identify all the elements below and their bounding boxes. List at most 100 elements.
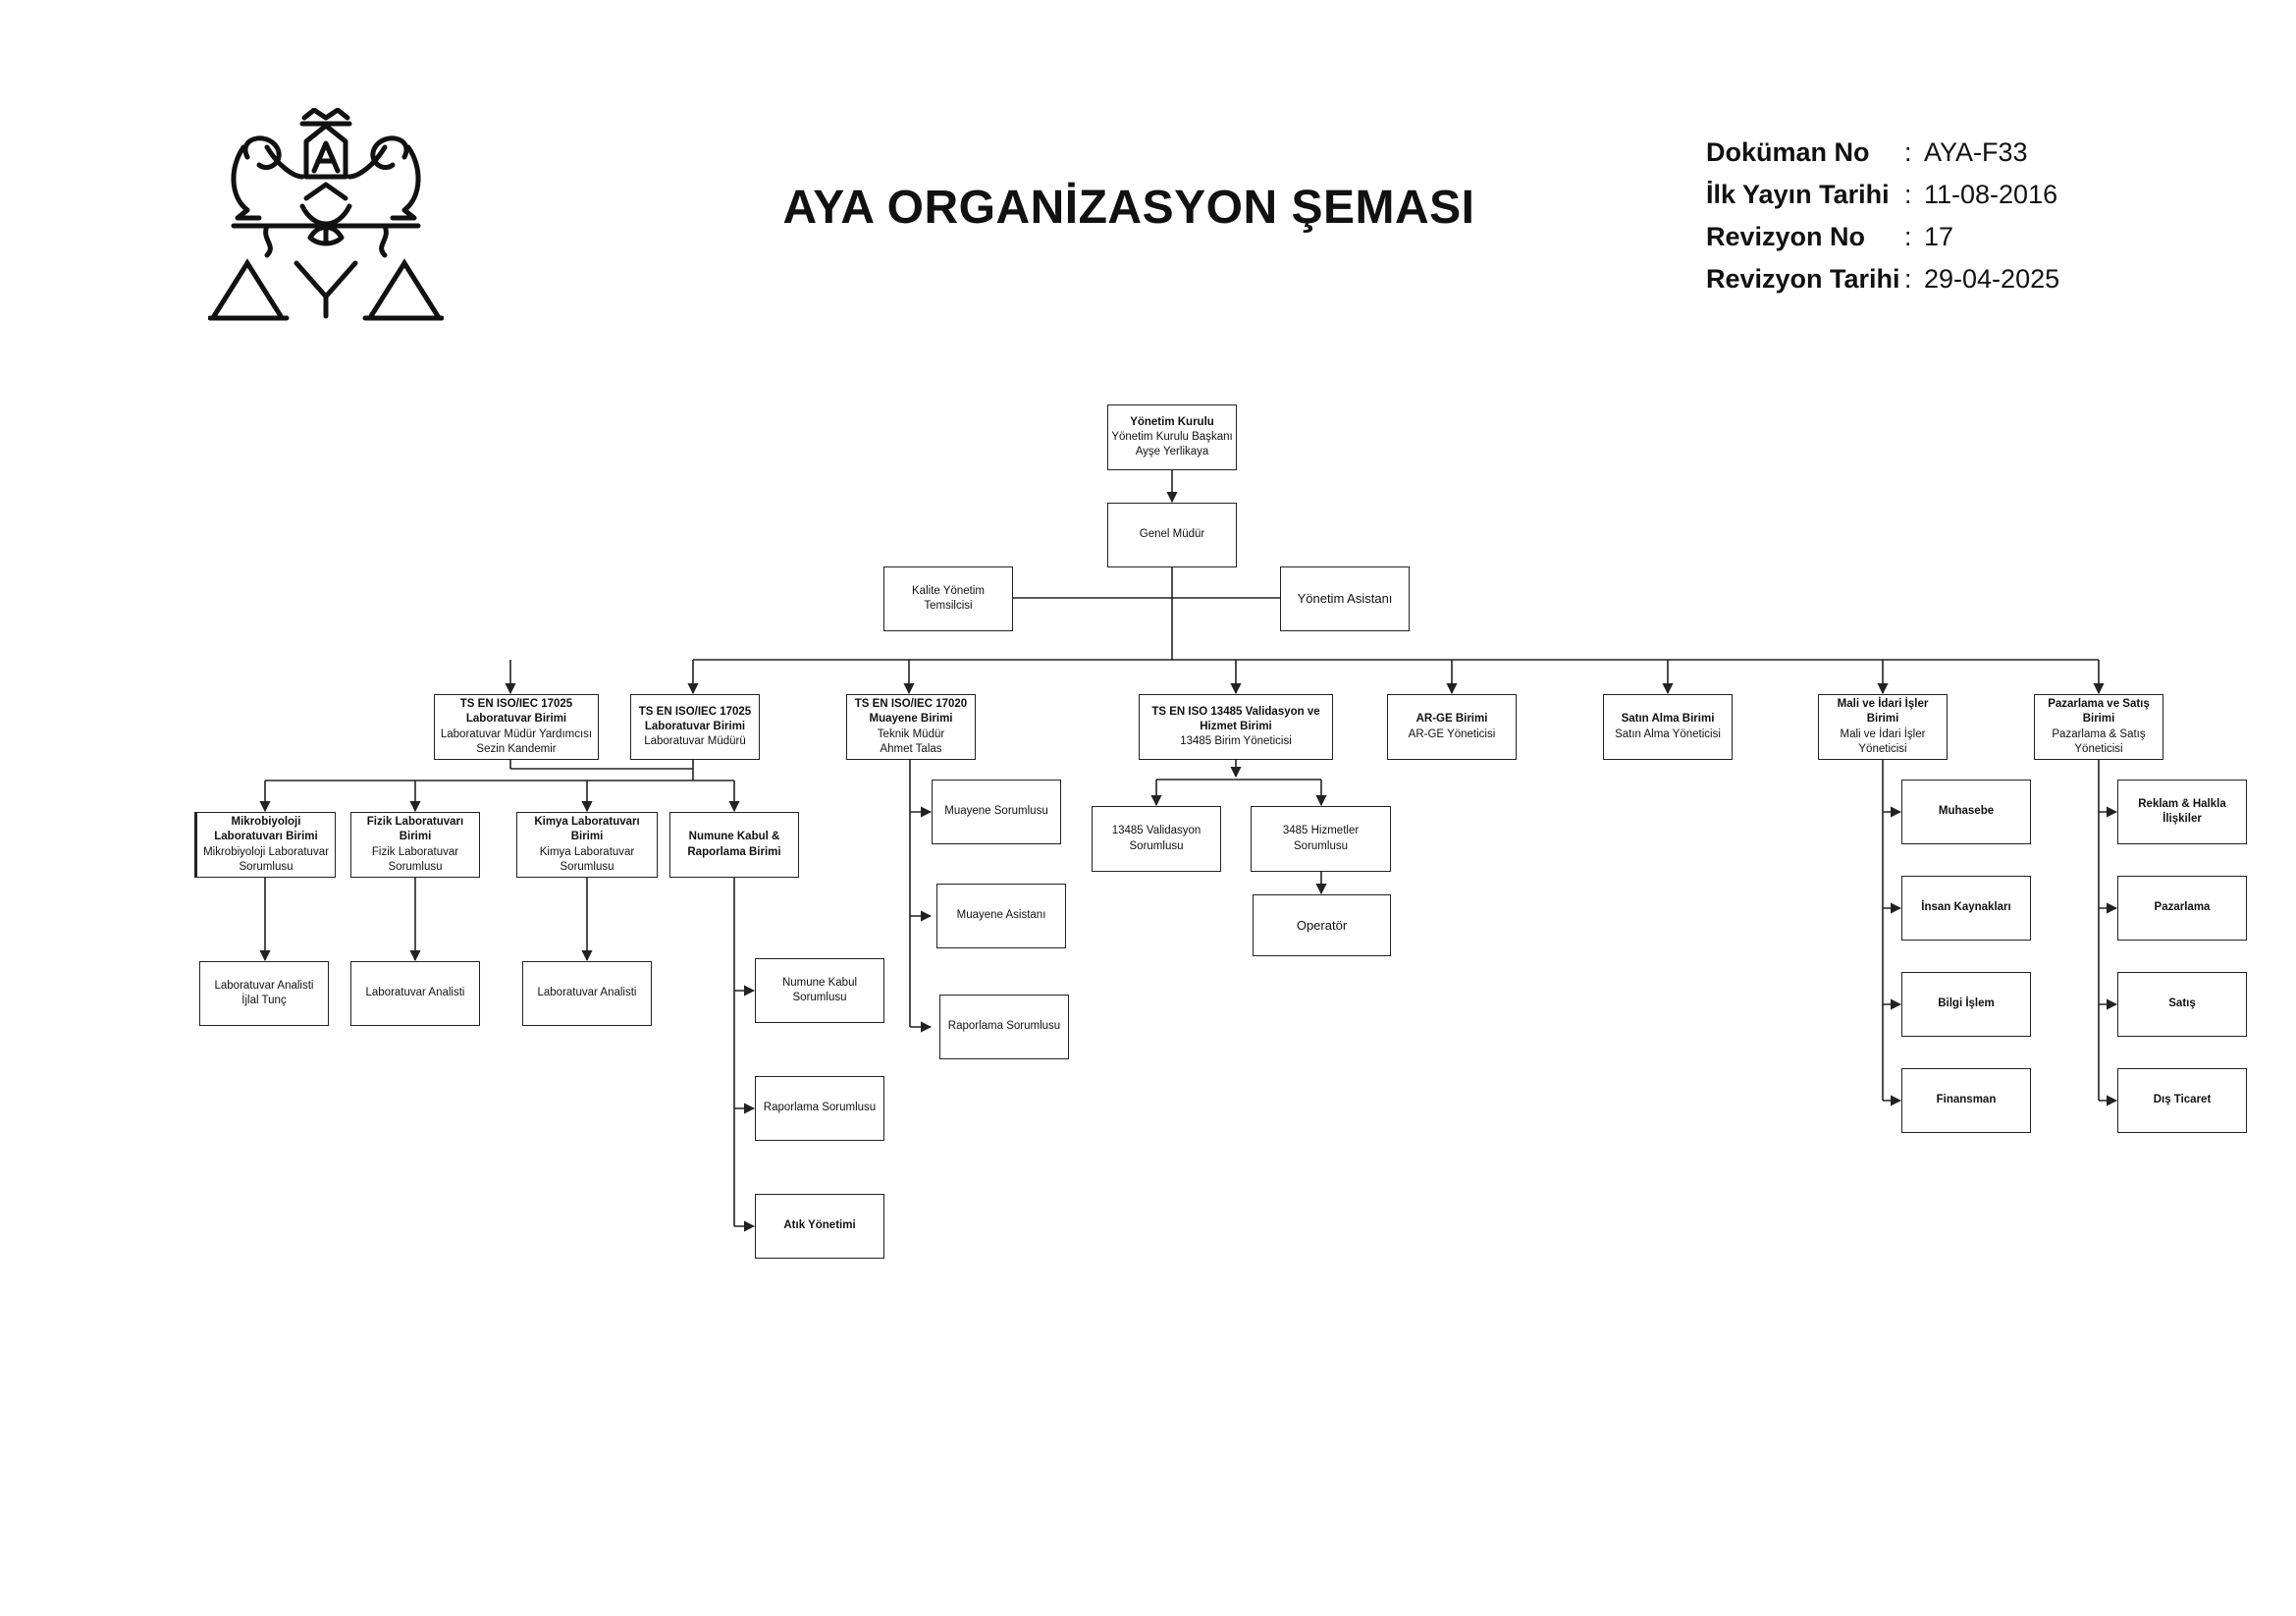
node-line: İjlal Tunç [241,995,287,1006]
node-line: Sorumlusu [1294,839,1348,852]
node-satis: Satış [2117,972,2247,1037]
node-line: Operatör [1296,917,1348,933]
node-analist-kimya: Laboratuvar Analisti [522,961,652,1026]
document-meta: Doküman No : AYA-F33 İlk Yayın Tarihi : … [1706,132,2059,300]
meta-value: 29-04-2025 [1924,264,2060,294]
node-line: Numune Kabul [781,976,858,989]
meta-row-revision-date: Revizyon Tarihi : 29-04-2025 [1706,264,2060,294]
node-line: Yöneticisi [2074,742,2123,755]
node-line: Kimya Laboratuvar [539,845,635,858]
node-genel-mudur: Genel Müdür [1107,503,1237,567]
node-title: Kimya Laboratuvarı Birimi [534,816,640,843]
page-title: AYA ORGANİZASYON ŞEMASI [782,182,1475,234]
meta-label: Revizyon No [1706,222,1866,251]
node-muayene-asistani: Muayene Asistanı [936,884,1066,948]
node-line: Yönetim Asistanı [1297,591,1393,607]
node-title: TS EN ISO 13485 Validasyon ve Hizmet Bir… [1151,705,1320,732]
node-line: Kalite Yönetim [912,584,985,597]
node-title: Mali ve İdari İşler Birimi [1837,698,1929,726]
meta-label: Doküman No [1706,137,1870,167]
meta-value: 11-08-2016 [1924,180,2058,209]
node-title: Mikrobiyoloji Laboratuvarı Birimi [214,816,318,843]
node-title: TS EN ISO/IEC 17025 Laboratuvar Birimi [459,698,573,726]
node-muayene-sorumlusu: Muayene Sorumlusu [932,780,1061,844]
node-line: Ahmet Talas [880,742,942,755]
node-line: Laboratuvar Müdürü [644,735,746,748]
meta-label: Revizyon Tarihi [1706,264,1900,294]
node-bilgi-islem: Bilgi İşlem [1901,972,2031,1037]
meta-value: 17 [1924,222,1954,251]
node-line: Mali ve İdari İşler [1840,727,1926,740]
node-line: Sorumlusu [1129,839,1184,852]
node-raporlama-sorumlusu: Raporlama Sorumlusu [755,1076,884,1141]
node-reklam-halkla-iliskiler: Reklam & Halkla İlişkiler [2117,780,2247,844]
aya-logo [208,108,444,321]
node-line: Raporlama Sorumlusu [763,1102,877,1114]
node-muhasebe: Muhasebe [1901,780,2031,844]
node-line: Yönetim Kurulu Başkanı [1111,430,1233,443]
node-raporlama-sorumlusu-2: Raporlama Sorumlusu [939,995,1069,1059]
node-line: Sorumlusu [388,860,443,873]
node-numune-kabul-raporlama: Numune Kabul & Raporlama Birimi [669,812,799,878]
meta-row-first-date: İlk Yayın Tarihi : 11-08-2016 [1706,180,2058,209]
node-line: Yöneticisi [1858,742,1907,755]
node-line: Laboratuvar Analisti [365,987,465,999]
node-insan-kaynaklari: İnsan Kaynakları [1901,876,2031,941]
node-finansman: Finansman [1901,1068,2031,1133]
node-title: Yönetim Kurulu [1130,415,1214,428]
node-line: Laboratuvar Analisti [537,987,637,999]
node-line: Satın Alma Yöneticisi [1615,727,1721,740]
node-title: Satın Alma Birimi [1621,713,1715,726]
node-title: TS EN ISO/IEC 17025 Laboratuvar Birimi [638,705,752,732]
node-title: Bilgi İşlem [1938,997,1995,1010]
node-line: Sorumlusu [792,992,847,1003]
node-line: Pazarlama & Satış [2052,727,2146,740]
node-title: Atık Yönetimi [783,1219,856,1232]
node-line: 13485 Birim Yöneticisi [1180,735,1292,748]
meta-value: AYA-F33 [1924,137,2028,167]
node-yonetim-asistani: Yönetim Asistanı [1280,566,1410,631]
node-line: Temsilcisi [924,600,973,612]
node-iso13485-birimi: TS EN ISO 13485 Validasyon ve Hizmet Bir… [1139,694,1333,760]
node-title: Numune Kabul & Raporlama Birimi [687,831,781,858]
node-title: Fizik Laboratuvarı Birimi [366,816,464,843]
node-operator: Operatör [1253,894,1391,956]
node-title: AR-GE Birimi [1415,713,1488,726]
node-title: Finansman [1936,1094,1997,1106]
node-title: Pazarlama [2154,901,2211,914]
node-line: Teknik Müdür [877,727,945,740]
node-line: Genel Müdür [1139,528,1205,541]
node-title: TS EN ISO/IEC 17020 Muayene Birimi [854,698,968,726]
node-line: Fizik Laboratuvar [371,845,459,858]
node-analist-fizik: Laboratuvar Analisti [350,961,480,1026]
node-line: 13485 Validasyon [1111,825,1201,837]
node-title: Dış Ticaret [2153,1094,2212,1106]
node-title: Reklam & Halkla İlişkiler [2138,797,2226,825]
node-line: Raporlama Sorumlusu [947,1020,1061,1033]
node-title: İnsan Kaynakları [1921,901,2011,914]
node-line: Muayene Asistanı [956,909,1046,922]
node-line: AR-GE Yöneticisi [1408,727,1496,740]
node-line: Sorumlusu [560,860,614,873]
node-line: Sezin Kandemir [476,742,557,755]
node-line: Muayene Sorumlusu [944,805,1048,818]
meta-label: İlk Yayın Tarihi [1706,180,1890,209]
node-title: Pazarlama ve Satış Birimi [2048,698,2150,726]
node-pazarlama: Pazarlama [2117,876,2247,941]
node-line: Sorumlusu [239,860,294,873]
